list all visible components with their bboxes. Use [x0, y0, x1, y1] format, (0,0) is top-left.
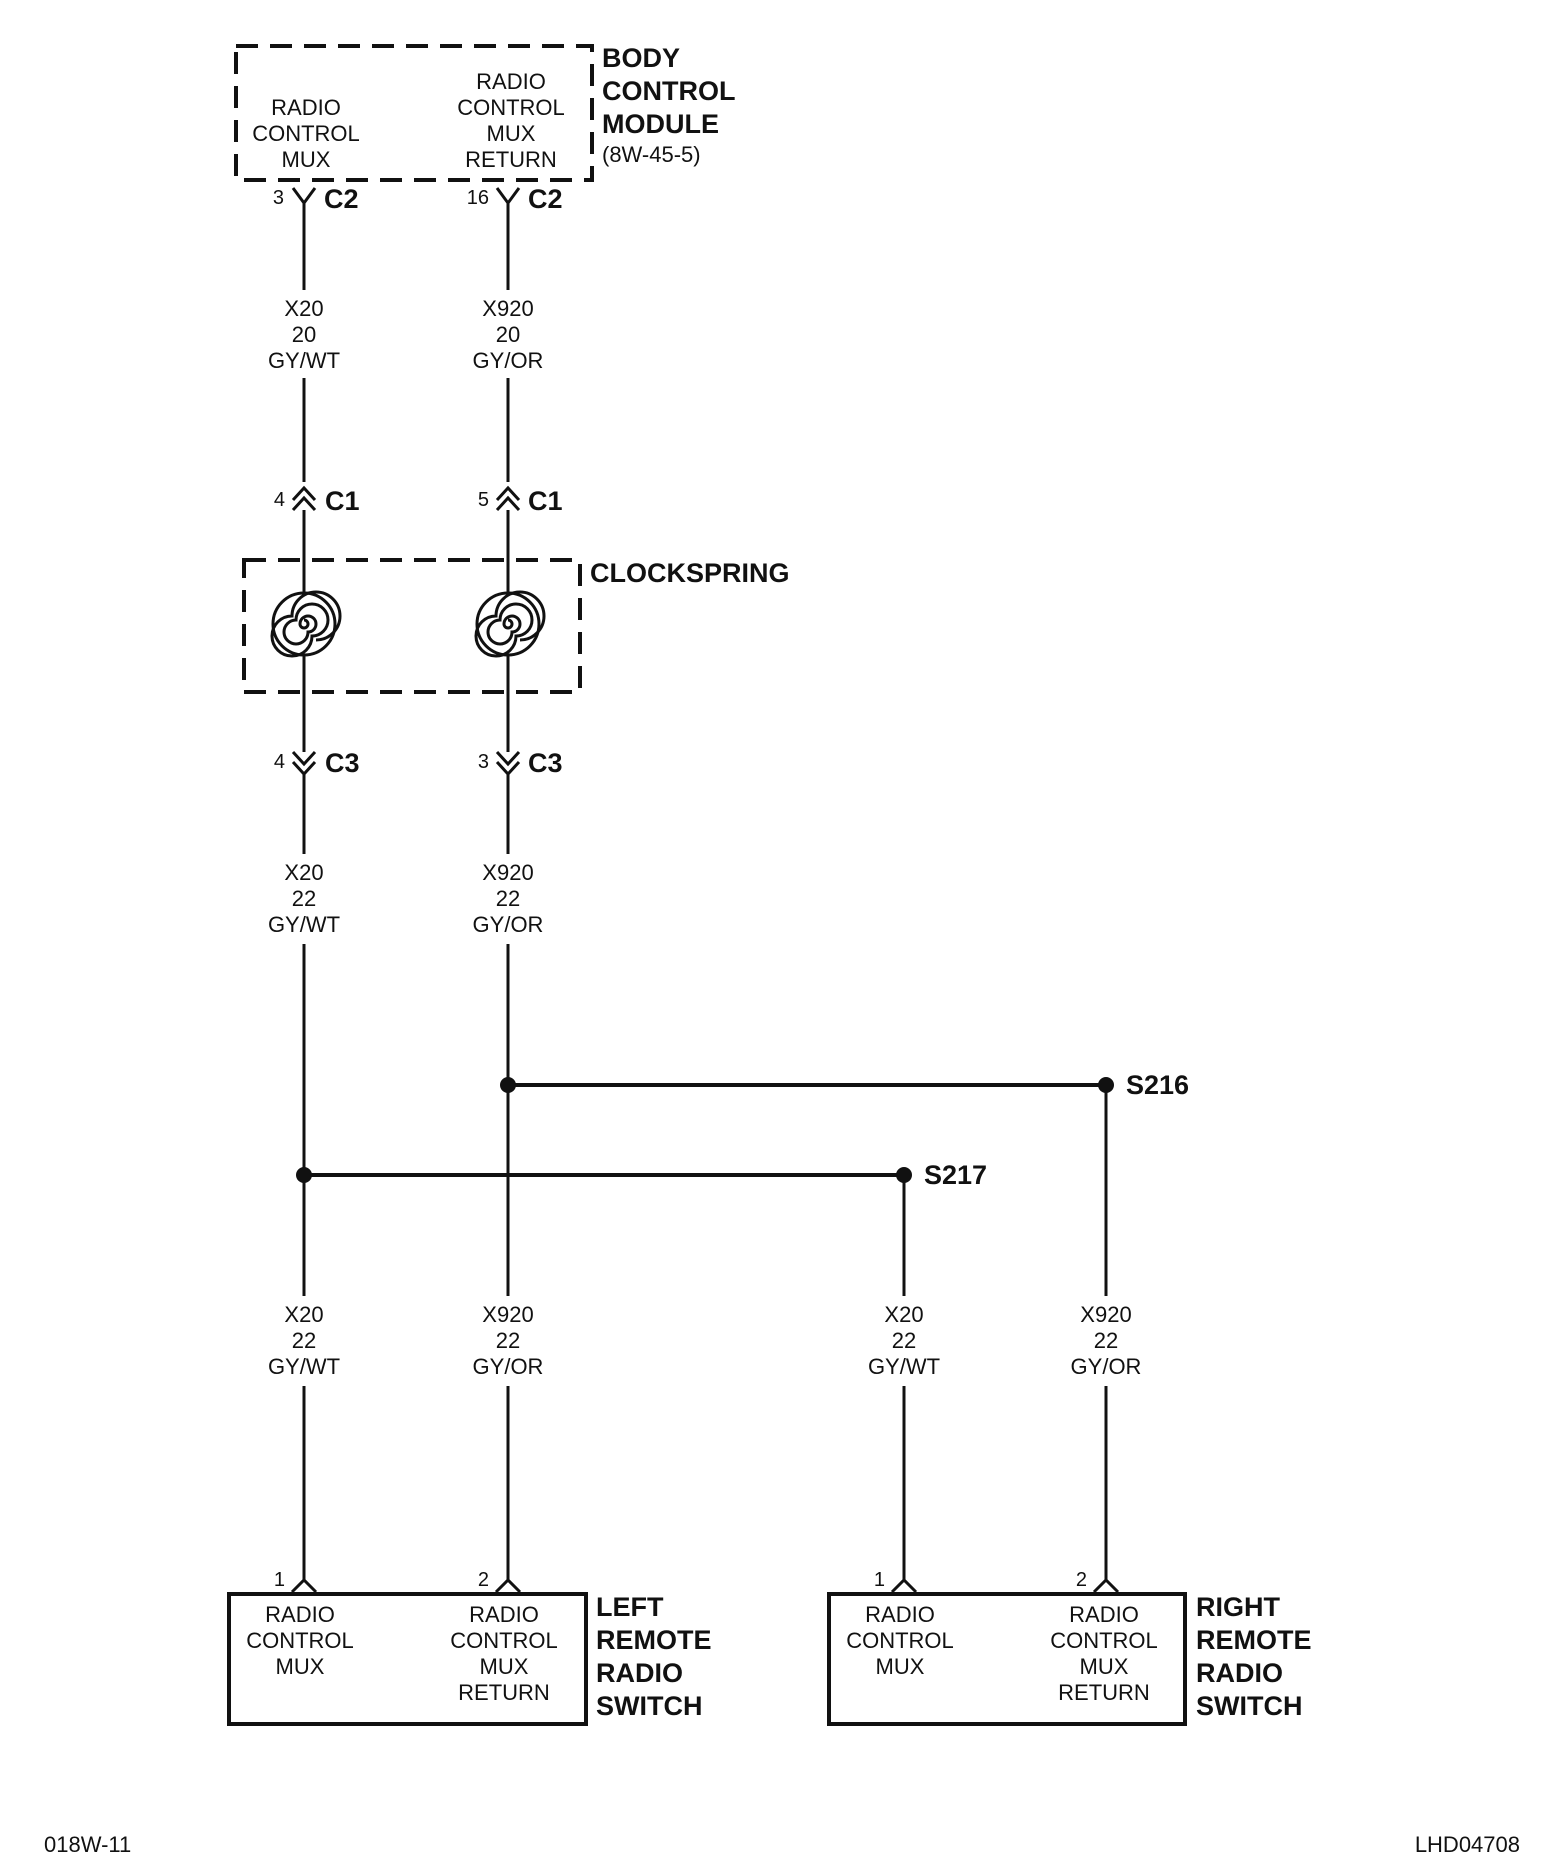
wire-lower-3-gauge: 22 [892, 1328, 916, 1353]
wire-lower-1-code: X20 [284, 1302, 323, 1327]
right-switch-pin1-line-3: MUX [876, 1654, 925, 1679]
left-switch-pin1-line-3: MUX [276, 1654, 325, 1679]
clockspring-label: CLOCKSPRING [590, 558, 790, 588]
wire-lower-3-code: X20 [884, 1302, 923, 1327]
body-control-module-box [234, 44, 594, 182]
bcm-pin-mux-line-1: RADIO [271, 95, 341, 120]
right-switch-title-line-1: RIGHT [1196, 1592, 1281, 1622]
c2-right-connector-symbol [495, 187, 521, 206]
c3-right-connector-symbol [495, 750, 521, 777]
right-switch-pin2-connector [1092, 1577, 1120, 1594]
right-switch-pin2-line-1: RADIO [1069, 1602, 1139, 1627]
wire-lower-2-gauge: 22 [496, 1328, 520, 1353]
wire-mid-left-color: GY/WT [268, 912, 340, 937]
splice-s217-label: S217 [924, 1160, 987, 1190]
wire-mid-right-gauge: 22 [496, 886, 520, 911]
wire-mid-left-gauge: 22 [292, 886, 316, 911]
wire-upper-left-color: GY/WT [268, 348, 340, 373]
c1-left-pin: 4 [274, 489, 285, 511]
left-switch-title-line-1: LEFT [596, 1592, 664, 1622]
left-switch-pin2-line-3: MUX [480, 1654, 529, 1679]
wire-mid-left-code: X20 [284, 860, 323, 885]
c2-left-name: C2 [324, 184, 359, 214]
wire-mid-right-color: GY/OR [473, 912, 544, 937]
wire-upper-right-gauge: 20 [496, 322, 520, 347]
left-switch-title-line-4: SWITCH [596, 1691, 702, 1721]
bcm-pin-return-line-3: MUX [487, 121, 536, 146]
wire-lower-1-gauge: 22 [292, 1328, 316, 1353]
bcm-title-line-3: MODULE [602, 109, 719, 139]
c2-right-pin: 16 [467, 187, 489, 209]
bcm-title-line-2: CONTROL [602, 76, 735, 106]
right-switch-title-line-4: SWITCH [1196, 1691, 1302, 1721]
c2-left-pin: 3 [273, 187, 284, 209]
left-switch-pin1-line-2: CONTROL [246, 1628, 354, 1653]
bcm-pin-mux-line-2: CONTROL [252, 121, 360, 146]
left-switch-pin1-connector [290, 1577, 318, 1594]
c3-right-pin: 3 [478, 751, 489, 773]
left-switch-pin1: 1 [274, 1569, 285, 1591]
c1-right-name: C1 [528, 486, 563, 516]
left-remote-radio-switch-box [227, 1592, 588, 1726]
right-switch-pin1-line-1: RADIO [865, 1602, 935, 1627]
wire-mid-right-code: X920 [482, 860, 533, 885]
wire-lower-3-color: GY/WT [868, 1354, 940, 1379]
left-switch-title-line-3: RADIO [596, 1658, 683, 1688]
right-switch-pin1-connector [890, 1577, 918, 1594]
wire-lower-1-color: GY/WT [268, 1354, 340, 1379]
c1-right-connector-symbol [495, 485, 521, 512]
wire-lower-2-color: GY/OR [473, 1354, 544, 1379]
clockspring-box [242, 558, 582, 694]
wire-lower-4-gauge: 22 [1094, 1328, 1118, 1353]
wire-upper-left-gauge: 20 [292, 322, 316, 347]
wire-upper-right-color: GY/OR [473, 348, 544, 373]
right-switch-pin2-line-2: CONTROL [1050, 1628, 1158, 1653]
clockspring-coil-right [474, 590, 546, 658]
clockspring-coil-left [270, 590, 342, 658]
c3-left-connector-symbol [291, 750, 317, 777]
left-switch-pin2-line-4: RETURN [458, 1680, 550, 1705]
left-switch-title-line-2: REMOTE [596, 1625, 712, 1655]
right-remote-radio-switch-box [827, 1592, 1187, 1726]
c3-left-pin: 4 [274, 751, 285, 773]
wire-upper-left-code: X20 [284, 296, 323, 321]
footer-figure-code: 018W-11 [44, 1832, 131, 1857]
left-switch-pin2-line-1: RADIO [469, 1602, 539, 1627]
c2-right-name: C2 [528, 184, 563, 214]
bcm-pin-return-line-4: RETURN [465, 147, 557, 172]
bcm-pin-mux-line-3: MUX [282, 147, 331, 172]
right-switch-pin1: 1 [874, 1569, 885, 1591]
left-switch-pin2: 2 [478, 1569, 489, 1591]
right-switch-pin1-line-2: CONTROL [846, 1628, 954, 1653]
right-switch-pin2-line-3: MUX [1080, 1654, 1129, 1679]
wire-lower-4-code: X920 [1080, 1302, 1131, 1327]
right-switch-title-line-3: RADIO [1196, 1658, 1283, 1688]
c1-left-name: C1 [325, 486, 360, 516]
right-switch-title-line-2: REMOTE [1196, 1625, 1312, 1655]
bcm-pin-return-line-2: CONTROL [457, 95, 565, 120]
c1-right-pin: 5 [478, 489, 489, 511]
left-switch-pin2-line-2: CONTROL [450, 1628, 558, 1653]
wire-upper-right-code: X920 [482, 296, 533, 321]
wire-lower-2-code: X920 [482, 1302, 533, 1327]
c3-right-name: C3 [528, 748, 563, 778]
right-switch-pin2: 2 [1076, 1569, 1087, 1591]
c3-left-name: C3 [325, 748, 360, 778]
right-switch-pin2-line-4: RETURN [1058, 1680, 1150, 1705]
c2-left-connector-symbol [291, 187, 317, 206]
bcm-pin-return-line-1: RADIO [476, 69, 546, 94]
bcm-title-line-1: BODY [602, 43, 680, 73]
wire-lower-4-color: GY/OR [1071, 1354, 1142, 1379]
footer-drawing-id: LHD04708 [1415, 1832, 1520, 1857]
left-switch-pin2-connector [494, 1577, 522, 1594]
bcm-reference: (8W-45-5) [602, 142, 701, 167]
c1-left-connector-symbol [291, 485, 317, 512]
splice-s216-label: S216 [1126, 1070, 1189, 1100]
left-switch-pin1-line-1: RADIO [265, 1602, 335, 1627]
